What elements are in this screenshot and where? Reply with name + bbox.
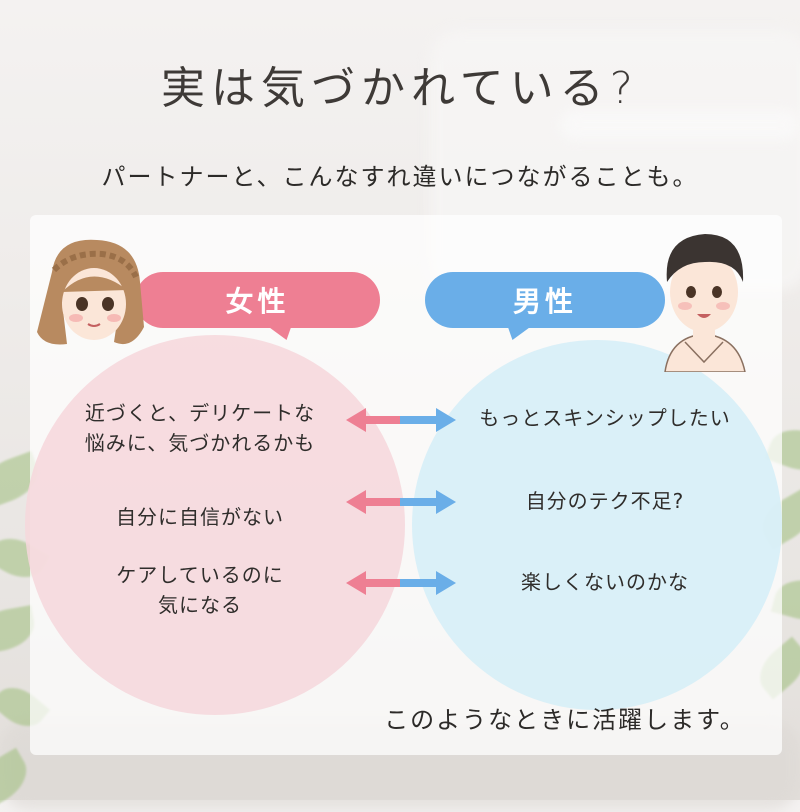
female-concern-2: 自分に自信がない (116, 505, 284, 529)
female-concern-3-line-1: ケアしているのに (116, 563, 284, 587)
male-concern-3: 楽しくないのかな (521, 570, 689, 594)
male-concern-1: もっとスキンシップしたい (479, 406, 731, 430)
page-title: 実は気づかれている? (160, 63, 640, 114)
female-concern-3-line-2: 気になる (158, 593, 242, 617)
female-circle (25, 335, 405, 715)
background-shelf (560, 110, 800, 140)
male-label-bubble: 男性 (425, 272, 665, 328)
male-avatar-illustration (664, 234, 746, 372)
female-concern-1-line-1: 近づくと、デリケートな (84, 401, 316, 425)
footer-message: このようなときに活躍します。 (384, 706, 746, 734)
double-arrow-1 (346, 408, 456, 432)
female-avatar-illustration (37, 239, 144, 345)
double-arrow-2 (346, 490, 456, 514)
male-circle (412, 340, 782, 710)
male-concern-2: 自分のテク不足? (525, 489, 685, 513)
female-concern-1: 近づくと、デリケートな 悩みに、気づかれるかも (60, 398, 340, 458)
male-bubble-tail (502, 326, 532, 340)
female-concern-1-line-2: 悩みに、気づかれるかも (84, 431, 316, 455)
female-label-bubble: 女性 (135, 272, 380, 328)
page-subtitle: パートナーと、こんなすれ違いにつながることも。 (101, 163, 699, 191)
female-concern-3: ケアしているのに 気になる (60, 560, 340, 620)
female-bubble-tail (267, 326, 297, 340)
double-arrow-3 (346, 571, 456, 595)
